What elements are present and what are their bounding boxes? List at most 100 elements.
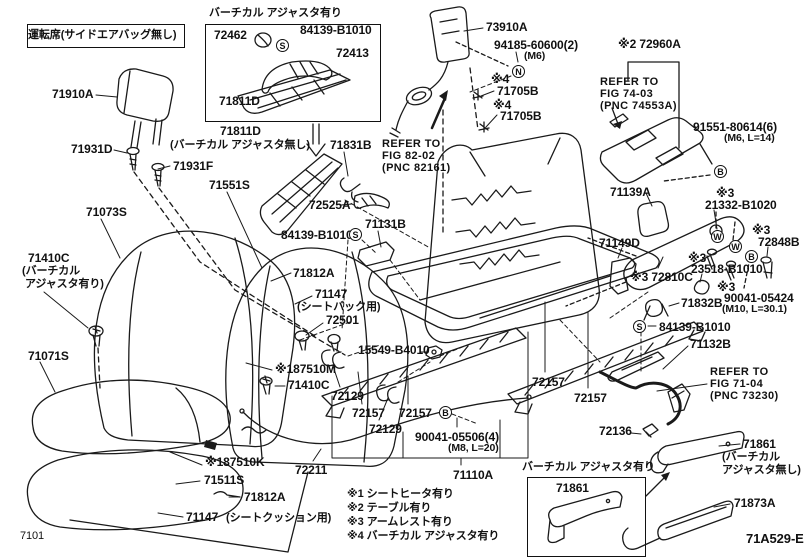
note3-marker-a: ※3 — [716, 186, 735, 200]
part-label-72129-b: 72129 — [369, 422, 402, 436]
seatback-table-illustration — [599, 61, 713, 184]
driver-seat-note-box: 運転席(サイドエアバッグ無し) — [27, 24, 185, 48]
headrest-screws-illustration — [126, 146, 165, 187]
cushion-cover-illustration — [31, 379, 231, 455]
part-label-21332-b1020: 21332-B1020 — [705, 198, 777, 212]
part-label-71812a-cushion: 71812A — [244, 490, 286, 504]
cushion-pad-illustration — [26, 449, 309, 553]
part-label-72525a: 72525A — [309, 198, 351, 212]
seatback-frame-illustration — [424, 132, 600, 344]
bottom-box-title: バーチカル アジャスタ有り — [522, 461, 655, 473]
recliner-latch-illustration — [598, 370, 691, 438]
part-label-91551-80614: 91551-80614(6) — [693, 120, 778, 134]
part-label-71139a: 71139A — [610, 185, 651, 199]
top-box-title: バーチカル アジャスタ有り — [209, 7, 342, 19]
part-label-71511s: 71511S — [204, 473, 245, 487]
recline-cover-illustration — [259, 123, 343, 236]
dashed-links — [299, 75, 649, 425]
part-label-71705b-b: 71705B — [500, 109, 542, 123]
part-label-71831b: 71831B — [330, 138, 372, 152]
part-label-71861-noadj: 71861 — [743, 437, 776, 451]
refer-fig-71-04: REFER TO FIG 71-04 (PNC 73230) — [710, 366, 779, 402]
part-label-84139-b1010-right: 84139-B1010 — [659, 320, 731, 334]
part-label-72462: 72462 — [214, 28, 247, 42]
part-label-72157-d: 72157 — [574, 391, 607, 405]
part-label-71410c-top-sub: (バーチカル アジャスタ有り) — [22, 265, 104, 290]
circled-b-icon: B — [745, 250, 758, 263]
part-label-91551-sub: (M6, L=14) — [724, 132, 775, 144]
part-label-71132b: 71132B — [690, 337, 731, 351]
part-label-71073s: 71073S — [86, 205, 127, 219]
circled-s-icon: S — [349, 228, 362, 241]
boxed-shield-illustration — [547, 490, 623, 544]
part-label-72960a: ※2 72960A — [618, 37, 681, 51]
note-2: ※2 テーブル有り — [347, 502, 432, 514]
seatbelt-buckle-illustration — [389, 6, 509, 233]
part-label-71705b-a: 71705B — [497, 84, 539, 98]
vertical-adjuster-shield-box — [527, 477, 646, 557]
note4-marker-a: ※4 — [491, 72, 510, 86]
refer-fig-82-02: REFER TO FIG 82-02 (PNC 82161) — [382, 138, 451, 174]
part-label-72810c: ※3 72810C — [630, 270, 693, 284]
page-code-left: 7101 — [20, 530, 45, 542]
part-label-15549-b4010: 15549-B4010 — [358, 343, 430, 357]
part-label-72501: 72501 — [326, 313, 359, 327]
refer-fig-74-03: REFER TO FIG 74-03 (PNC 74553A) — [600, 76, 677, 112]
part-label-72136: 72136 — [599, 424, 632, 438]
part-label-73910a: 73910A — [486, 20, 528, 34]
part-label-71071s: 71071S — [28, 349, 69, 363]
part-label-72848b: 72848B — [758, 235, 800, 249]
part-label-71931f: 71931F — [173, 159, 214, 173]
part-label-72157-b: 72157 — [399, 406, 432, 420]
part-label-71110a: 71110A — [453, 468, 494, 482]
part-label-90041-05424: 90041-05424 — [724, 291, 794, 305]
part-label-90041-05506-sub: (M8, L=20) — [448, 442, 499, 454]
vertical-adjuster-parts-box — [205, 24, 381, 122]
part-label-71873a: 71873A — [734, 496, 776, 510]
part-label-71811d-noadj-sub: (バーチカル アジャスタ無し) — [170, 139, 310, 151]
part-label-72211: 72211 — [295, 463, 328, 477]
circled-b-icon: B — [439, 406, 452, 419]
leader-lines — [39, 27, 769, 518]
circled-w-icon: W — [711, 230, 724, 243]
part-label-87510k: ※187510K — [205, 455, 265, 469]
part-label-94185-sub: (M6) — [524, 50, 546, 62]
adjuster-knob-handle-illustration — [237, 32, 351, 114]
part-label-72157-c: 72157 — [532, 375, 565, 389]
note4-marker-b: ※4 — [493, 98, 512, 112]
seatback-cover-illustration — [93, 230, 296, 448]
driver-seat-note-text: 運転席(サイドエアバッグ無し) — [28, 29, 177, 41]
part-label-71147-cushion: 71147 — [186, 510, 219, 524]
circled-s-icon: S — [276, 39, 289, 52]
part-label-71551s: 71551S — [209, 178, 250, 192]
page-code-right: 71A529-E — [746, 531, 804, 546]
part-label-87510m: ※187510M — [275, 362, 336, 376]
part-label-72129-a: 72129 — [331, 389, 364, 403]
part-label-71147-back-sub: (シートバック用) — [297, 301, 381, 313]
part-label-71410c-top: 71410C — [28, 251, 70, 265]
note3-marker-b: ※3 — [752, 223, 771, 237]
note3-marker-d: ※3 — [717, 280, 736, 294]
note-3: ※3 アームレスト有り — [347, 516, 453, 528]
note-1: ※1 シートヒータ有り — [347, 488, 454, 500]
headrest-illustration — [116, 68, 174, 149]
part-label-71910a: 71910A — [52, 87, 94, 101]
lower-shield-illustration — [622, 430, 745, 550]
part-label-94185-60600: 94185-60600(2) — [494, 38, 579, 52]
part-label-71931d: 71931D — [71, 142, 113, 156]
part-label-71861-noadj-sub: (バーチカル アジャスタ無し) — [722, 451, 801, 476]
part-label-71147-cushion-sub: (シートクッション用) — [226, 512, 332, 524]
circled-s-icon: S — [633, 320, 646, 333]
part-label-84139-b1010-box: 84139-B1010 — [300, 23, 372, 37]
part-label-90041-05424-sub: (M10, L=30.1) — [722, 303, 787, 315]
circled-b-icon: B — [714, 165, 727, 178]
note-4: ※4 バーチカル アジャスタ有り — [347, 530, 500, 542]
part-label-71131b: 71131B — [365, 217, 406, 231]
part-label-72157-a: 72157 — [352, 406, 385, 420]
cushion-frame-illustration — [368, 225, 660, 331]
part-label-71811d-noadj: 71811D — [220, 124, 261, 138]
part-label-71812a-back: 71812A — [293, 266, 335, 280]
center-small-parts-illustration — [88, 177, 532, 498]
